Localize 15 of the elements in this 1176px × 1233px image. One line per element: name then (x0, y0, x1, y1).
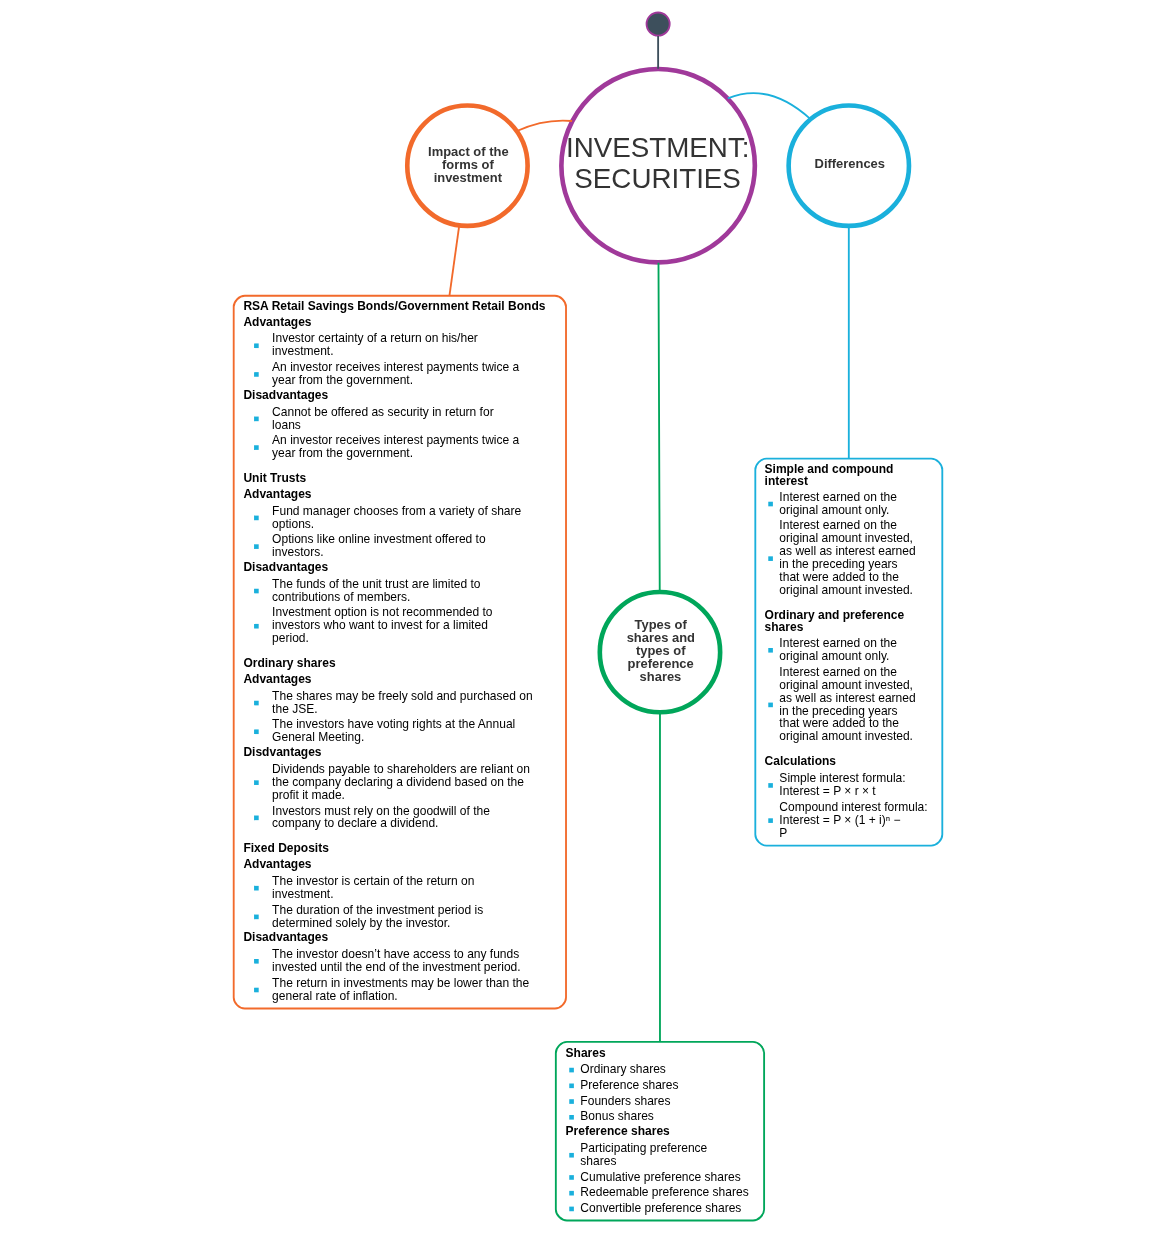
node-circle: Types of shares and types of preference shares (597, 589, 723, 715)
node-box: RSA Retail Savings Bonds/Government Retail Bonds Advantages Investor certainty of a return on his/her investment. An investor receives interest payments twice a year from the government. Disadvantages Cannot be offered as security in return for loans An investor receives interest payments twice a year from the government. Unit Trusts Advantages Fund manager chooses from a variety of share options. Options like online investment offered to investors. Disadvantages The funds of the unit trust are limited to contributions of members. Investment option is not recommended to investors who want to invest for a limited period. Ordinary shares Advantages The shares may be freely sold and purchased on the JSE. The investors have voting rights at the Annual General Meeting. Disdvantages Dividends payable to shareholders are reliant on the company declaring a dividend based on the profit it made. Investors must rely on the goodwill of the company to declare a dividend. Fixed Deposits Advantages The investor is certain of the return on investment. The duration of the investment period is determined solely by the investor. Disadvantages The investor doesn’t have access to any funds invested until the end of the investment period. The return in investments may be lower than the general rate of inflation. (232, 294, 567, 1010)
connector (847, 225, 850, 460)
connector (657, 261, 661, 593)
node-circle: Differences (786, 103, 912, 229)
node-circle: Impact of the forms of investment (404, 103, 530, 229)
connector (657, 35, 660, 70)
connector (726, 92, 812, 121)
node-circle (645, 11, 671, 37)
node-box: Simple and compound interest Interest earned on the original amount only. Interest earned on the original amount invested, as well as interest earned in the preceding years that were added to the original amount invested. Ordinary and preference shares Interest earned on the original amount only. Interest earned on the original amount invested, as well as interest earned in the preceding years that were added to the original amount invested. Calculations Simple interest formula: Interest = P × r × t Compound interest formula: Interest = P × (1 + i)ⁿ − P (754, 457, 944, 847)
node-box: Shares Ordinary shares Preference shares Founders shares Bonus shares Preference shares Participating preference shares Cumulative preference shares Redeemable preference shares Convertible preference shares (554, 1040, 766, 1222)
connector (659, 711, 661, 1043)
connector (448, 224, 461, 297)
connector (516, 119, 574, 132)
node-circle: INVESTMENT: SECURITIES (559, 66, 758, 265)
